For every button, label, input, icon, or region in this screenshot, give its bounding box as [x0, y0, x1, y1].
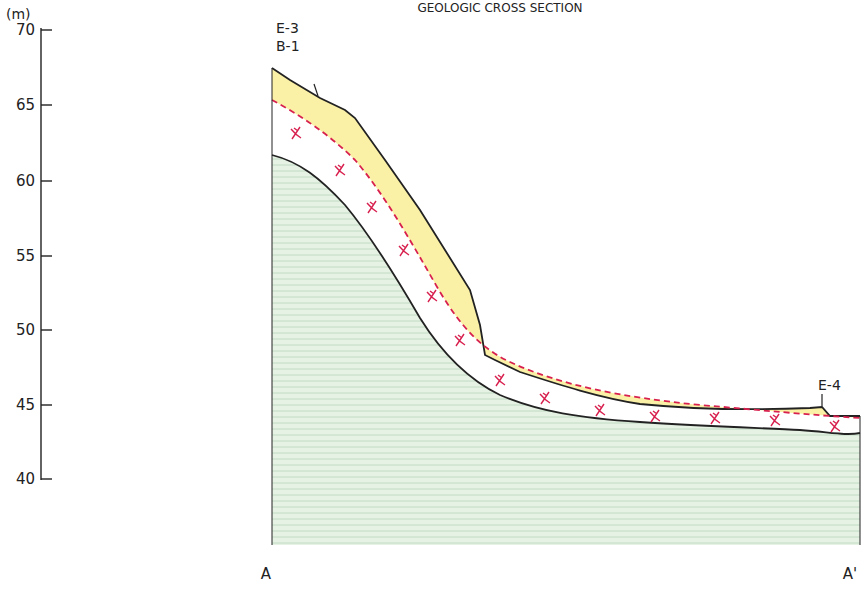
- surface-soil-layer: [272, 68, 860, 418]
- borehole-marker: [821, 394, 822, 406]
- weathered-rock-symbol: [710, 412, 720, 424]
- axis-value: 45: [16, 398, 35, 413]
- weathered-rock-symbol: [650, 410, 660, 422]
- section-title: GEOLOGIC CROSS SECTION: [417, 2, 582, 14]
- axis-value: 65: [16, 98, 35, 113]
- axis-ticks: [41, 30, 52, 479]
- weathered-rock-symbol: [495, 374, 505, 386]
- axis-value: 70: [16, 23, 35, 38]
- bedrock-boundary: [272, 155, 860, 434]
- section-end-label: A: [261, 567, 271, 582]
- weathered-rock-symbols: [291, 127, 840, 432]
- axis-value: 60: [16, 174, 35, 189]
- weathered-rock-symbol: [367, 201, 377, 213]
- weathered-rock-symbol: [540, 392, 550, 404]
- ground-surface: [272, 68, 860, 416]
- weathered-rock-symbol: [427, 290, 437, 302]
- section-edge: [860, 416, 861, 545]
- axis-unit: (m): [6, 7, 31, 21]
- weathered-rock-symbol: [830, 420, 840, 432]
- soil-boundary-dashed: [272, 100, 860, 418]
- weathered-rock-symbol: [595, 404, 605, 416]
- borehole-label: E-4: [818, 378, 841, 392]
- axis-value: 55: [16, 249, 35, 264]
- weathered-rock-symbol: [770, 414, 780, 426]
- weathered-rock-symbol: [399, 244, 409, 256]
- axis-value: 50: [16, 323, 35, 338]
- borehole-marker: [314, 84, 318, 96]
- section-end-label: A': [843, 567, 857, 582]
- borehole-label: E-3: [276, 21, 299, 35]
- section-edge: [272, 68, 273, 545]
- elevation-axis: [40, 28, 41, 480]
- borehole-label: B-1: [276, 39, 300, 53]
- weathered-rock-symbol: [455, 334, 465, 346]
- weathered-rock-symbol: [291, 127, 301, 139]
- axis-value: 40: [16, 472, 35, 487]
- weathered-rock-symbol: [335, 164, 345, 176]
